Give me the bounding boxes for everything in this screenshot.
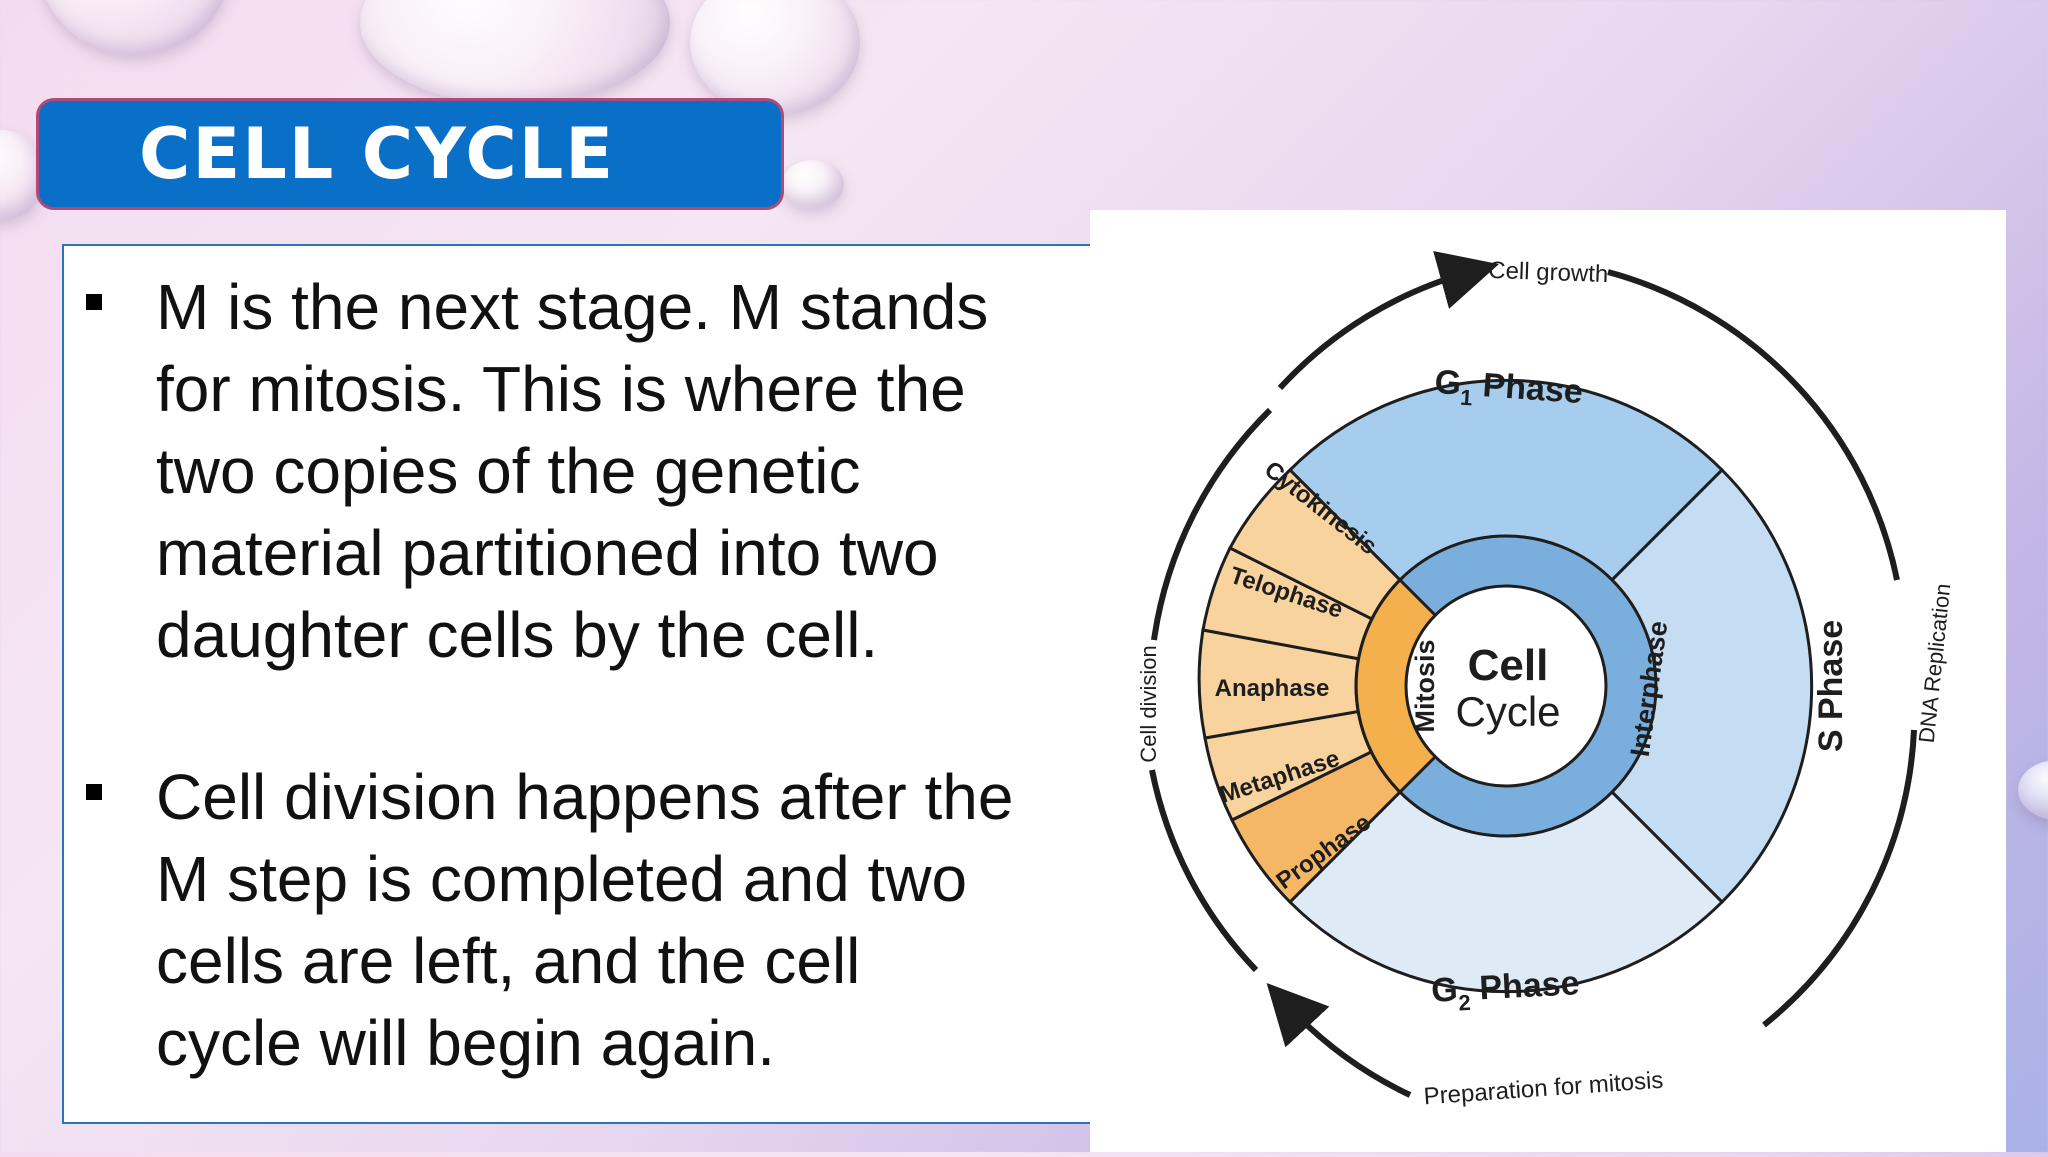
dna-replication-label: DNA Replication (1914, 582, 1956, 744)
inner-ring (1354, 534, 1658, 838)
cell-division-label: Cell division (1136, 645, 1161, 762)
bullet-square-icon (86, 784, 102, 800)
decorative-bubble (2018, 760, 2048, 820)
replication-arc (1762, 729, 1917, 1028)
growth-arc (1607, 269, 1900, 581)
outer-arrow-arcs (1149, 251, 1917, 1098)
division-arc-upper (1151, 407, 1273, 641)
s-sector (1503, 467, 1814, 905)
g2-rest: Phase (1469, 964, 1580, 1008)
g2-sector (1287, 683, 1725, 994)
bullet-text: M is the next stage. M stands for mitosi… (156, 271, 989, 671)
growth-arc-left (1277, 251, 1499, 391)
g1-base: G (1433, 363, 1462, 403)
s-phase-label: S Phase (1812, 620, 1850, 752)
g1-rest: Phase (1472, 366, 1584, 412)
slide-title: CELL CYCLE (139, 113, 616, 195)
cell-cycle-diagram: Cell Cycle Interphase Mitosis G1 Phase S… (1136, 251, 1956, 1111)
anaphase-label: Anaphase (1215, 675, 1330, 702)
division-arc (1149, 769, 1259, 973)
g2-base: G (1430, 971, 1458, 1010)
center-label-line1: Cell (1468, 641, 1549, 690)
bullet-square-icon (86, 294, 102, 310)
cell-cycle-diagram-panel: Cell Cycle Interphase Mitosis G1 Phase S… (1090, 210, 2006, 1152)
decorative-bubble (40, 0, 230, 55)
preparation-arc (1266, 983, 1412, 1098)
preparation-label: Preparation for mitosis (1423, 1067, 1664, 1111)
slide-title-bar: CELL CYCLE (36, 98, 784, 210)
g2-phase-label: G2 Phase (1430, 964, 1580, 1017)
center-circle (1404, 584, 1608, 788)
decorative-bubble (360, 0, 670, 105)
g1-phase-label: G1 Phase (1433, 363, 1584, 418)
center-label-line2: Cycle (1455, 688, 1560, 735)
decorative-bubble (782, 160, 844, 208)
mitosis-label: Mitosis (1410, 639, 1440, 732)
cell-growth-label: Cell growth (1488, 257, 1609, 288)
bullet-text-box: M is the next stage. M stands for mitosi… (62, 244, 1092, 1124)
g1-sector (1287, 378, 1725, 689)
decorative-bubble (690, 0, 860, 115)
g2-sub: 2 (1458, 990, 1472, 1016)
g1-sub: 1 (1459, 385, 1473, 411)
bullet-text: Cell division happens after the M step i… (156, 761, 1014, 1079)
